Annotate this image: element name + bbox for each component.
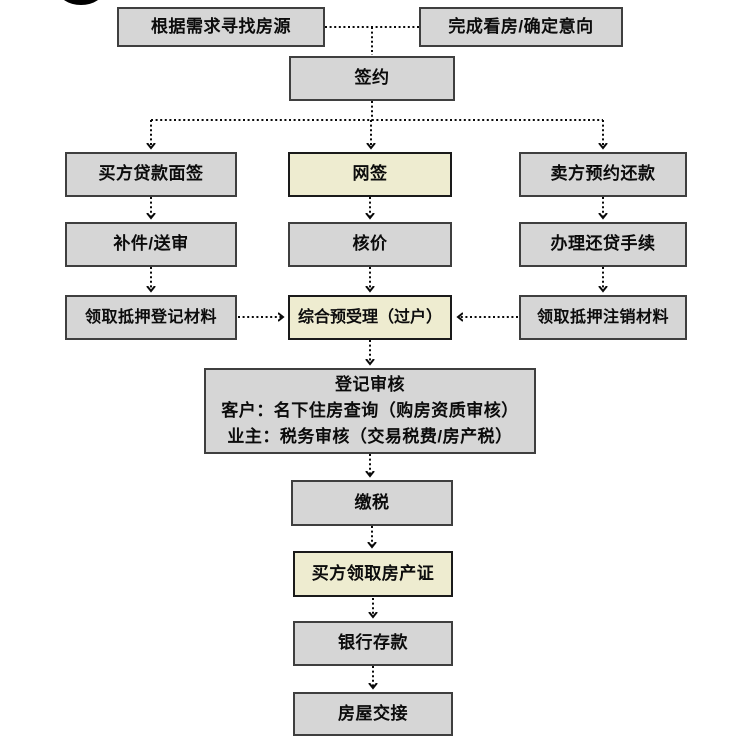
node-find-house: 根据需求寻找房源 (117, 7, 325, 47)
node-price-check: 核价 (288, 222, 452, 267)
node-mortgage-cancel-materials: 领取抵押注销材料 (519, 295, 687, 340)
node-sign-contract: 签约 (289, 56, 455, 101)
node-supplement-review: 补件/送审 (65, 222, 237, 267)
node-buyer-loan-interview: 买方贷款面签 (65, 152, 237, 197)
node-registration-review: 登记审核 客户：名下住房查询（购房资质审核） 业主：税务审核（交易税费/房产税） (204, 368, 536, 454)
node-bank-deposit: 银行存款 (293, 621, 453, 666)
node-confirm-intent: 完成看房/确定意向 (419, 7, 623, 47)
node-online-sign: 网签 (288, 152, 452, 197)
node-get-certificate: 买方领取房产证 (293, 551, 453, 597)
node-seller-repay-appointment: 卖方预约还款 (519, 152, 687, 197)
registration-review-title: 登记审核 (335, 375, 405, 394)
node-pay-tax: 缴税 (291, 480, 453, 526)
node-house-handover: 房屋交接 (293, 692, 453, 736)
registration-review-buyer-line: 客户：名下住房查询（购房资质审核） (221, 401, 519, 420)
registration-review-owner-line: 业主：税务审核（交易税费/房产税） (227, 427, 513, 446)
node-pre-acceptance: 综合预受理（过户） (288, 295, 452, 340)
node-mortgage-reg-materials: 领取抵押登记材料 (65, 295, 237, 340)
node-loan-repayment: 办理还贷手续 (519, 222, 687, 267)
decorative-circle (58, 0, 104, 5)
